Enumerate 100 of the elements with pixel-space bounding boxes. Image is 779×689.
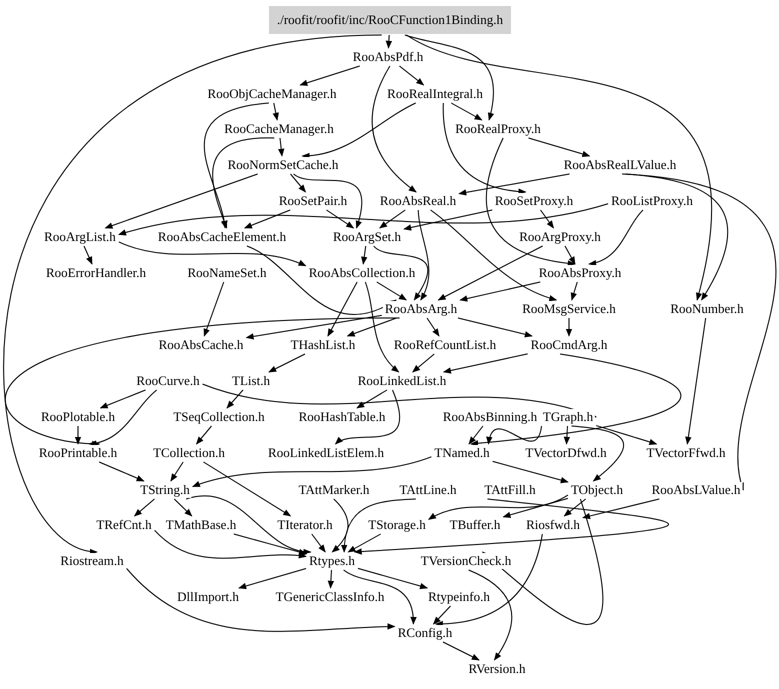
include-arrow [334,390,400,444]
include-arrow [379,210,406,228]
include-arrow [212,138,275,229]
include-arrow [564,426,570,445]
include-arrow [685,318,706,445]
file-label: RooArgProxy.h [517,229,603,245]
include-arrow [624,174,728,301]
file-label: Rtypes.h [307,553,357,569]
include-arrow [278,138,284,157]
include-arrow [104,174,258,229]
include-arrow [88,390,158,446]
file-label: RooSetProxy.h [492,193,576,209]
include-arrow [486,138,576,266]
file-label: RooRealIntegral.h [385,86,485,102]
include-arrow [528,138,590,158]
include-arrow [470,354,681,446]
include-arrow [341,498,416,553]
file-label: RooAbsBinning.h [440,409,540,425]
file-label: RooArgList.h [42,229,118,245]
include-arrow [442,102,526,195]
file-label: RooArgSet.h [331,229,403,245]
include-arrow [412,354,435,373]
include-arrow [418,210,430,301]
include-arrow [564,498,586,516]
include-arrow [458,318,533,338]
include-arrow [301,102,416,159]
include-arrow [5,318,400,447]
include-arrow [3,34,382,553]
include-arrow [361,246,368,265]
include-arrow [428,494,568,520]
include-arrow [134,498,155,517]
include-arrow [571,426,624,482]
include-arrow [442,642,480,660]
file-label: RooListProxy.h [609,193,695,209]
include-arrow [386,34,392,49]
file-label: RooAbsArg.h [382,301,460,317]
include-arrow [434,534,543,627]
include-arrow [364,282,400,373]
include-arrow [570,282,578,301]
include-arrow [354,498,668,555]
include-arrow [564,246,576,265]
include-arrow [442,353,528,374]
file-label: TGraph.h [540,409,596,425]
include-arrow [482,498,604,625]
file-label: RooRealProxy.h [453,121,543,137]
include-arrow [357,568,428,590]
include-arrow [202,384,597,418]
include-arrow [566,318,572,337]
include-arrow [154,530,307,559]
include-arrow [186,496,312,554]
file-label: RooAbsProxy.h [536,265,624,281]
include-arrow [426,318,440,337]
file-label: TString.h [138,482,192,498]
include-arrow [404,34,494,121]
include-arrow [100,390,146,408]
file-label: TStorage.h [366,517,428,533]
include-arrow [233,534,307,556]
include-arrow [268,354,306,372]
include-arrow [98,462,145,482]
include-arrow [343,570,416,625]
include-arrow [372,66,417,192]
include-arrow [326,210,354,228]
file-label: RooObjCacheManager.h [206,86,338,102]
file-label: RConfig.h [396,625,454,641]
include-arrow [204,282,224,337]
file-label: TObject.h [568,482,626,498]
include-arrow [246,246,397,315]
include-arrow [290,174,306,193]
include-arrow [174,498,192,517]
include-arrow [406,34,711,301]
include-arrow [293,174,362,229]
include-arrow [203,462,292,516]
file-label: RooCacheManager.h [222,121,336,137]
include-arrow [486,426,542,445]
include-arrow [492,460,569,484]
include-arrow [244,210,291,228]
include-arrow [468,570,512,661]
include-arrow [622,174,776,491]
file-label: RooMsgService.h [520,301,618,317]
include-arrow [540,210,554,229]
file-label: TVersionCheck.h [418,553,514,569]
include-arrow [327,282,358,337]
include-arrow [204,102,270,229]
include-arrow [346,318,397,337]
include-arrow [84,246,92,265]
include-arrow [458,174,570,196]
include-arrow [468,426,484,445]
include-arrow [118,241,306,266]
include-arrow [332,498,348,553]
include-arrow [196,426,212,445]
include-arrow [272,102,279,121]
include-arrow [438,246,544,300]
file-label: RooCmdArg.h [528,337,610,353]
include-arrow [450,102,482,120]
include-arrow [432,606,451,625]
include-arrow [502,498,568,518]
include-arrow [582,498,660,520]
include-arrow [398,66,424,86]
include-arrow [403,210,493,231]
include-arrow [596,425,658,445]
